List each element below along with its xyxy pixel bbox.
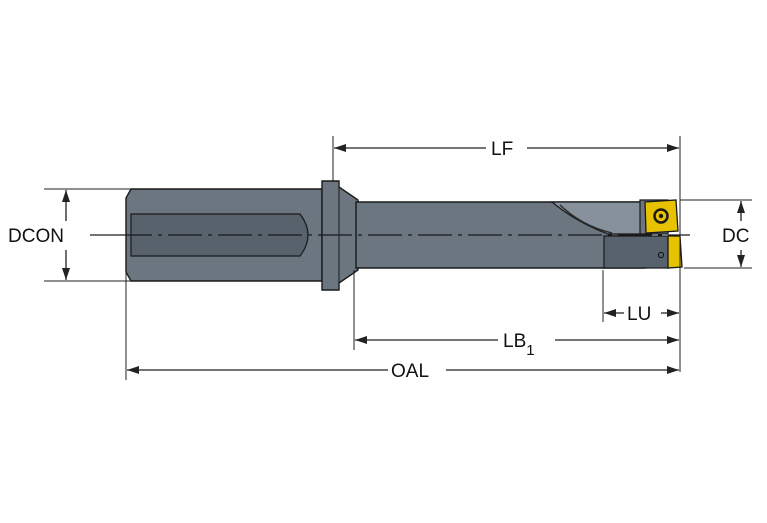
lb-label-main: LB: [503, 331, 526, 352]
lower-head-step: [603, 235, 669, 269]
lf-label: LF: [491, 139, 513, 160]
dcon-label: DCON: [8, 226, 64, 247]
coolant-hole: [657, 251, 665, 259]
insert-bottom: [667, 235, 683, 269]
oal-label: OAL: [391, 361, 429, 382]
lu-label: LU: [627, 304, 651, 325]
extension-lines: [44, 136, 752, 380]
insert-screw-icon: [653, 208, 669, 224]
lb-label-subscript: 1: [526, 342, 534, 359]
dimension-lines: [62, 144, 745, 374]
chip-flute-curve: [559, 204, 613, 234]
inserts: [644, 199, 683, 269]
dc-label: DC: [722, 226, 749, 247]
lb-label: LB1: [503, 331, 535, 359]
